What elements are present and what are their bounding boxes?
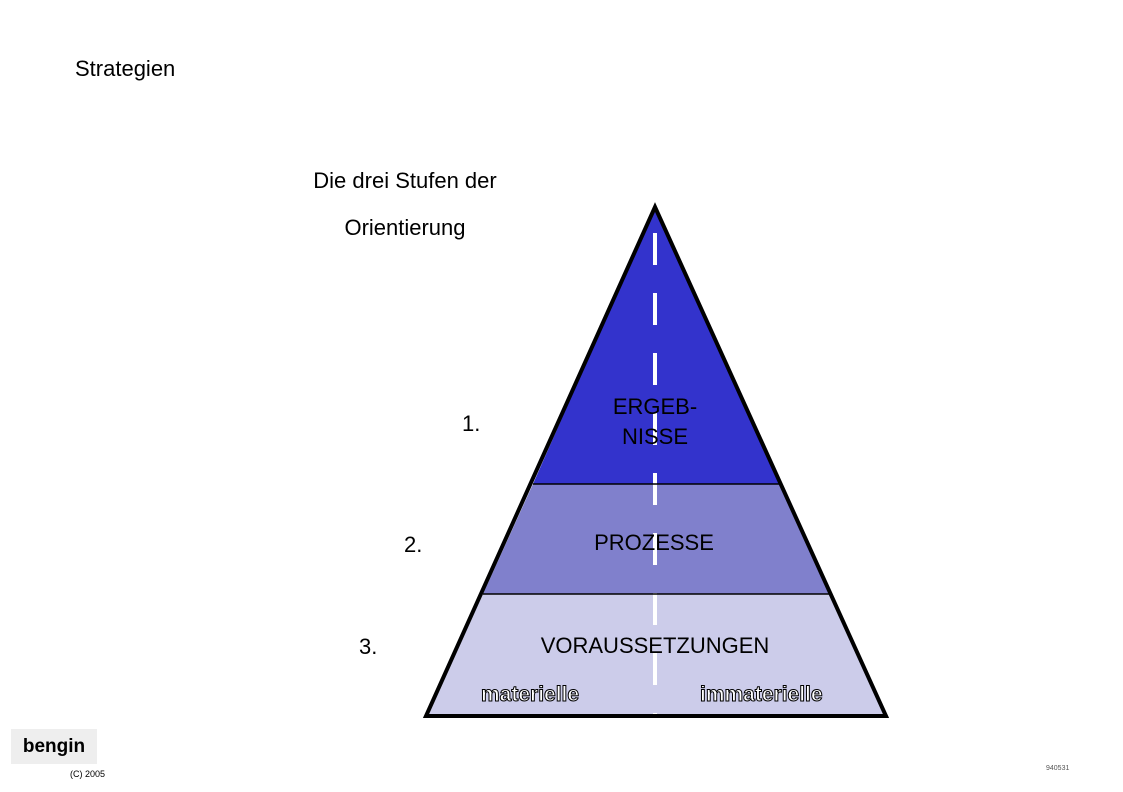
level-3-label: VORAUSSETZUNGEN bbox=[540, 633, 770, 658]
level-number-1: 1. bbox=[462, 411, 481, 436]
level-2-label: PROZESSE bbox=[594, 530, 714, 555]
level-number-3: 3. bbox=[359, 634, 378, 659]
diagram-subtitle: Die drei Stufen der Orientierung bbox=[296, 157, 514, 251]
subtitle-line-1: Die drei Stufen der bbox=[313, 168, 497, 193]
level-1-label-line-2: NISSE bbox=[621, 424, 689, 449]
subtitle-line-2: Orientierung bbox=[344, 215, 466, 240]
document-code: 940531 bbox=[1046, 765, 1070, 772]
page-title: Strategien bbox=[75, 56, 176, 81]
pyramid-level-1 bbox=[533, 207, 780, 484]
level-3-right-sublabel: immaterielle bbox=[700, 683, 824, 707]
level-1-label: ERGEB- NISSE bbox=[580, 392, 730, 452]
company-logo: bengin bbox=[11, 729, 97, 764]
copyright-text: (C) 2005 bbox=[70, 769, 106, 779]
level-number-2: 2. bbox=[404, 532, 423, 557]
level-3-left-sublabel: materielle bbox=[480, 683, 580, 707]
level-1-label-line-1: ERGEB- bbox=[612, 394, 698, 419]
pyramid-outline bbox=[422, 202, 890, 718]
